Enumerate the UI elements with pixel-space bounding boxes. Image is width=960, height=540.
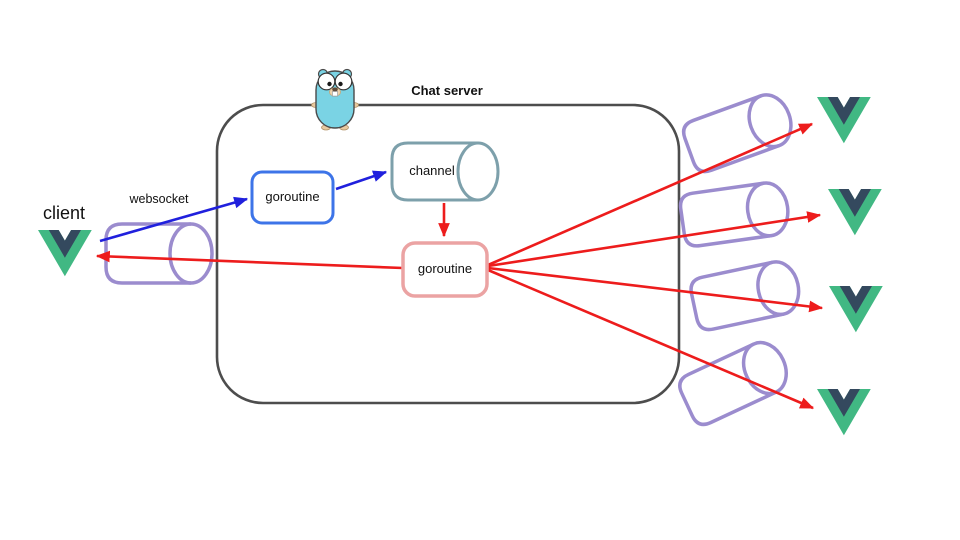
chat-server-title: Chat server: [411, 83, 483, 98]
reader-goroutine-label: goroutine: [265, 189, 320, 205]
arrow-writer-to-client-2: [487, 211, 822, 268]
client-pipe-cylinder: [104, 222, 214, 285]
gopher-icon: [311, 68, 359, 131]
channel-label: channel: [409, 163, 455, 179]
chat-server-box: [215, 103, 681, 405]
out-pipe-cylinder-1: [681, 93, 793, 174]
channel-cylinder: [390, 141, 500, 202]
vue-logo-icon-client: [38, 230, 92, 277]
arrow-writer-to-client-3: [487, 266, 824, 313]
client-label: client: [42, 203, 86, 223]
arrow-writer-to-client-4: [487, 268, 815, 410]
vue-logo-icon-2: [828, 189, 882, 236]
vue-logo-icon-4: [817, 389, 871, 436]
arrow-reader-to-channel: [335, 170, 388, 191]
out-pipe-cylinder-3: [689, 260, 801, 332]
arrow-writer-to-client-1: [487, 122, 814, 267]
out-pipe-cylinder-2: [678, 181, 790, 248]
arrow-writer-to-client: [95, 250, 404, 270]
out-pipe-cylinder-4: [678, 340, 788, 427]
writer-goroutine-label: goroutine: [417, 261, 473, 277]
arrow-client-to-reader: [99, 196, 249, 243]
vue-logo-icon-3: [829, 286, 883, 333]
writer-goroutine-box: [401, 241, 489, 298]
vue-logo-icon-1: [817, 97, 871, 144]
reader-goroutine-box: [250, 170, 335, 225]
websocket-label: websocket: [129, 192, 189, 206]
